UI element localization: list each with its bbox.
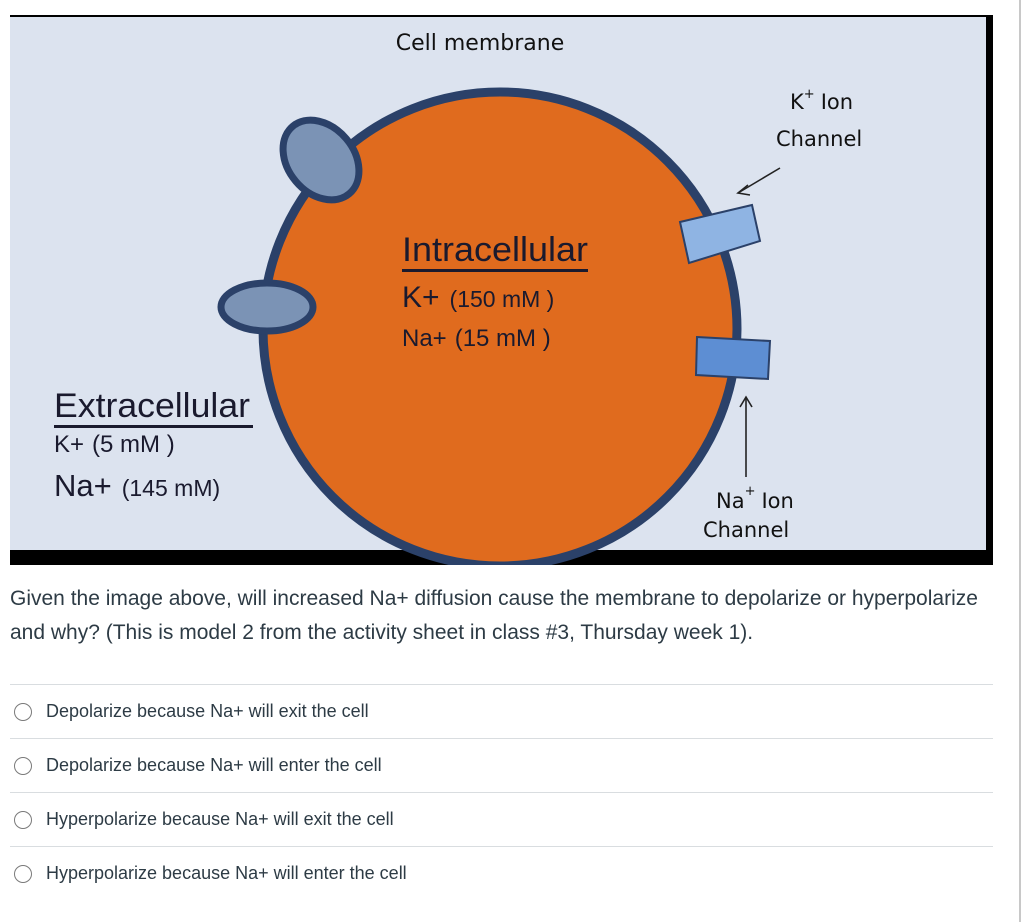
na-channel-label-sup: + <box>745 484 756 499</box>
extracellular-k-line: K+ (5 mM ) <box>54 431 175 458</box>
radio-button[interactable] <box>14 864 32 883</box>
membrane-protein-upper <box>279 116 363 204</box>
intracellular-na-ion: Na+ <box>402 325 447 352</box>
na-channel-label-suffix: Ion <box>761 489 793 513</box>
extracellular-heading: Extracellular <box>54 387 250 425</box>
answer-option-2[interactable]: Depolarize because Na+ will enter the ce… <box>10 738 993 792</box>
answer-label: Hyperpolarize because Na+ will exit the … <box>46 809 394 829</box>
k-channel-label-suffix: Ion <box>821 90 853 114</box>
na-channel-label-line2: Channel <box>703 518 789 542</box>
radio-button[interactable] <box>14 756 32 775</box>
diagram-title: Cell membrane <box>396 31 564 56</box>
k-channel-label-prefix: K <box>790 90 805 114</box>
k-channel-label: K+ Ion <box>790 87 853 114</box>
answer-list: Depolarize because Na+ will exit the cel… <box>10 684 993 900</box>
membrane-protein-lower <box>217 279 317 335</box>
k-channel-label-sup: + <box>804 87 815 102</box>
page-right-border <box>1019 0 1021 922</box>
na-ion-channel <box>694 335 772 381</box>
na-channel-label-prefix: Na <box>716 489 745 513</box>
radio-button[interactable] <box>14 702 32 721</box>
na-channel-arrow <box>739 395 753 477</box>
k-channel-label-line2: Channel <box>776 127 862 151</box>
answer-option-4[interactable]: Hyperpolarize because Na+ will enter the… <box>10 846 993 900</box>
na-channel-label: Na+ Ion <box>716 484 794 513</box>
intracellular-na-conc: (15 mM ) <box>455 325 551 352</box>
extracellular-na-line: Na+ (145 mM) <box>54 468 220 503</box>
k-ion-channel <box>678 203 762 265</box>
intracellular-heading: Intracellular <box>402 231 588 269</box>
intracellular-k-line: K+ (150 mM ) <box>402 281 554 314</box>
extracellular-na-conc: (145 mM) <box>122 475 220 501</box>
extracellular-k-conc: (5 mM ) <box>92 431 175 458</box>
diagram-frame-top <box>10 15 993 17</box>
answer-label: Depolarize because Na+ will enter the ce… <box>46 755 382 775</box>
answer-option-1[interactable]: Depolarize because Na+ will exit the cel… <box>10 684 993 738</box>
intracellular-na-line: Na+ (15 mM ) <box>402 325 551 352</box>
extracellular-na-ion: Na+ <box>54 468 112 503</box>
question-text: Given the image above, will increased Na… <box>10 587 978 644</box>
extracellular-k-ion: K+ <box>54 431 84 458</box>
answer-label: Hyperpolarize because Na+ will enter the… <box>46 863 407 883</box>
intracellular-k-ion: K+ <box>402 281 440 314</box>
diagram-frame-right <box>986 15 993 565</box>
k-channel-arrow <box>736 167 781 196</box>
cell-membrane-diagram: Cell membrane K+Ion Channel Na+Ion Chann… <box>10 15 993 565</box>
intracellular-underline <box>402 269 588 272</box>
radio-button[interactable] <box>14 810 32 829</box>
answer-option-3[interactable]: Hyperpolarize because Na+ will exit the … <box>10 792 993 846</box>
intracellular-k-conc: (150 mM ) <box>450 286 555 312</box>
answer-label: Depolarize because Na+ will exit the cel… <box>46 701 369 721</box>
extracellular-underline <box>54 425 253 428</box>
